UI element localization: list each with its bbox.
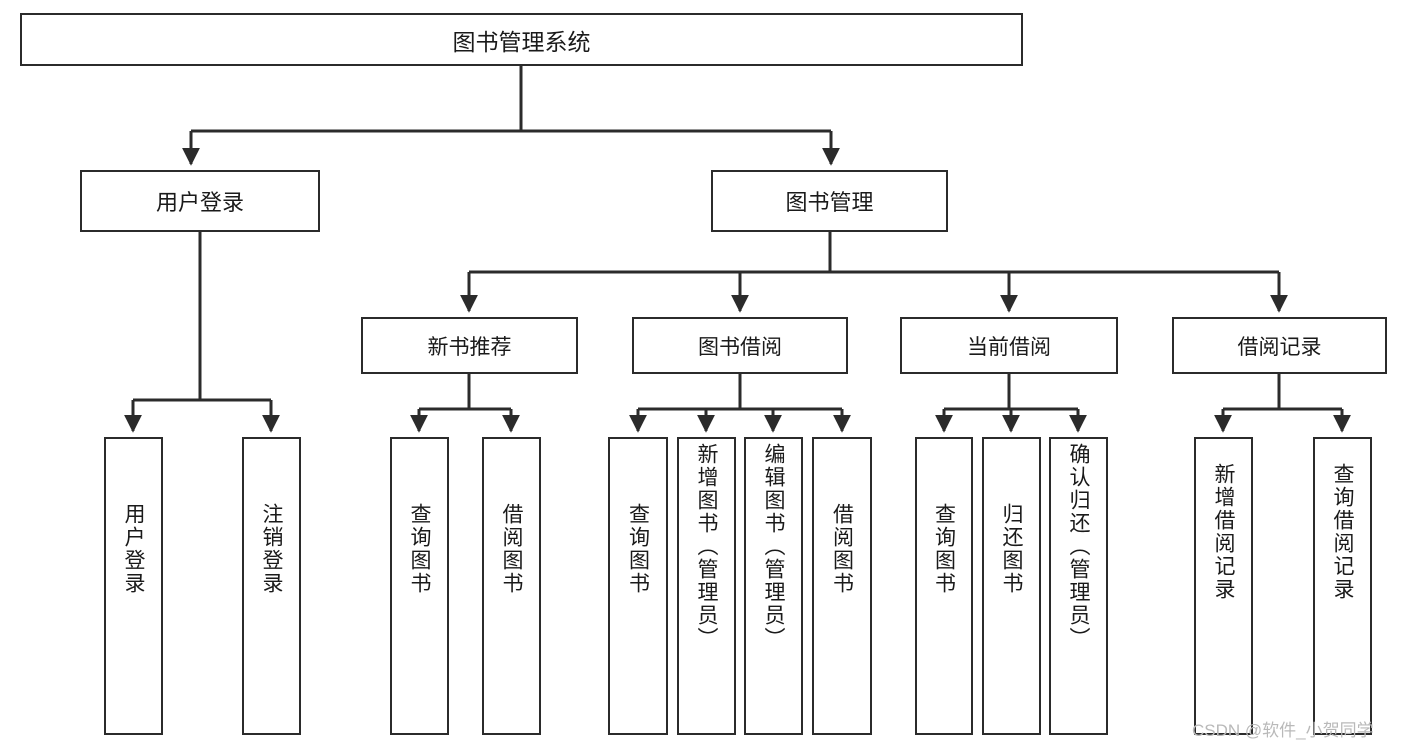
node-new-book-recommend-label: 新书推荐	[427, 335, 512, 359]
node-leaf-return-book[interactable]: 归还图书	[982, 437, 1041, 735]
node-book-management-label: 图书管理	[785, 190, 874, 215]
node-leaf-query-book-1-label: 查询图书	[408, 503, 431, 595]
node-user-login-label: 用户登录	[155, 190, 244, 215]
node-leaf-return-book-label: 归还图书	[1000, 503, 1023, 595]
node-leaf-user-login[interactable]: 用户登录	[104, 437, 163, 735]
node-leaf-borrow-book-2-label: 借阅图书	[830, 503, 854, 595]
node-leaf-logout-login[interactable]: 注销登录	[242, 437, 301, 735]
node-leaf-add-record-label: 新增借阅记录	[1212, 463, 1235, 601]
node-leaf-add-book-label: 新增图书（管理员）	[695, 443, 718, 650]
node-current-borrow[interactable]: 当前借阅	[900, 317, 1118, 374]
node-leaf-add-record[interactable]: 新增借阅记录	[1194, 437, 1253, 735]
node-book-borrow-label: 图书借阅	[698, 335, 782, 359]
node-root-label: 图书管理系统	[452, 28, 591, 55]
node-leaf-add-book[interactable]: 新增图书（管理员）	[677, 437, 736, 735]
node-leaf-query-record-label: 查询借阅记录	[1331, 463, 1354, 601]
csdn-watermark: CSDN @软件_小贺同学	[1192, 721, 1374, 740]
node-book-management[interactable]: 图书管理	[711, 170, 948, 232]
node-book-borrow[interactable]: 图书借阅	[632, 317, 848, 374]
node-root[interactable]: 图书管理系统	[20, 13, 1023, 66]
node-new-book-recommend[interactable]: 新书推荐	[361, 317, 578, 374]
node-leaf-query-record[interactable]: 查询借阅记录	[1313, 437, 1372, 735]
node-leaf-borrow-book-1[interactable]: 借阅图书	[482, 437, 541, 735]
node-leaf-edit-book[interactable]: 编辑图书（管理员）	[744, 437, 803, 735]
node-leaf-confirm-return-label: 确认归还（管理员）	[1067, 443, 1090, 650]
node-leaf-edit-book-label: 编辑图书（管理员）	[762, 443, 785, 650]
node-leaf-borrow-book-2[interactable]: 借阅图书	[812, 437, 872, 735]
node-leaf-confirm-return[interactable]: 确认归还（管理员）	[1049, 437, 1108, 735]
node-leaf-logout-login-label: 注销登录	[260, 503, 283, 595]
node-leaf-query-book-2-label: 查询图书	[626, 503, 650, 595]
node-leaf-query-book-2[interactable]: 查询图书	[608, 437, 668, 735]
node-leaf-query-book-3[interactable]: 查询图书	[915, 437, 973, 735]
node-borrow-record[interactable]: 借阅记录	[1172, 317, 1387, 374]
node-leaf-borrow-book-1-label: 借阅图书	[500, 503, 523, 595]
node-user-login[interactable]: 用户登录	[80, 170, 320, 232]
node-leaf-query-book-3-label: 查询图书	[932, 503, 956, 595]
node-current-borrow-label: 当前借阅	[967, 335, 1051, 359]
node-leaf-query-book-1[interactable]: 查询图书	[390, 437, 449, 735]
node-leaf-user-login-label: 用户登录	[122, 503, 145, 595]
node-borrow-record-label: 借阅记录	[1237, 335, 1322, 359]
